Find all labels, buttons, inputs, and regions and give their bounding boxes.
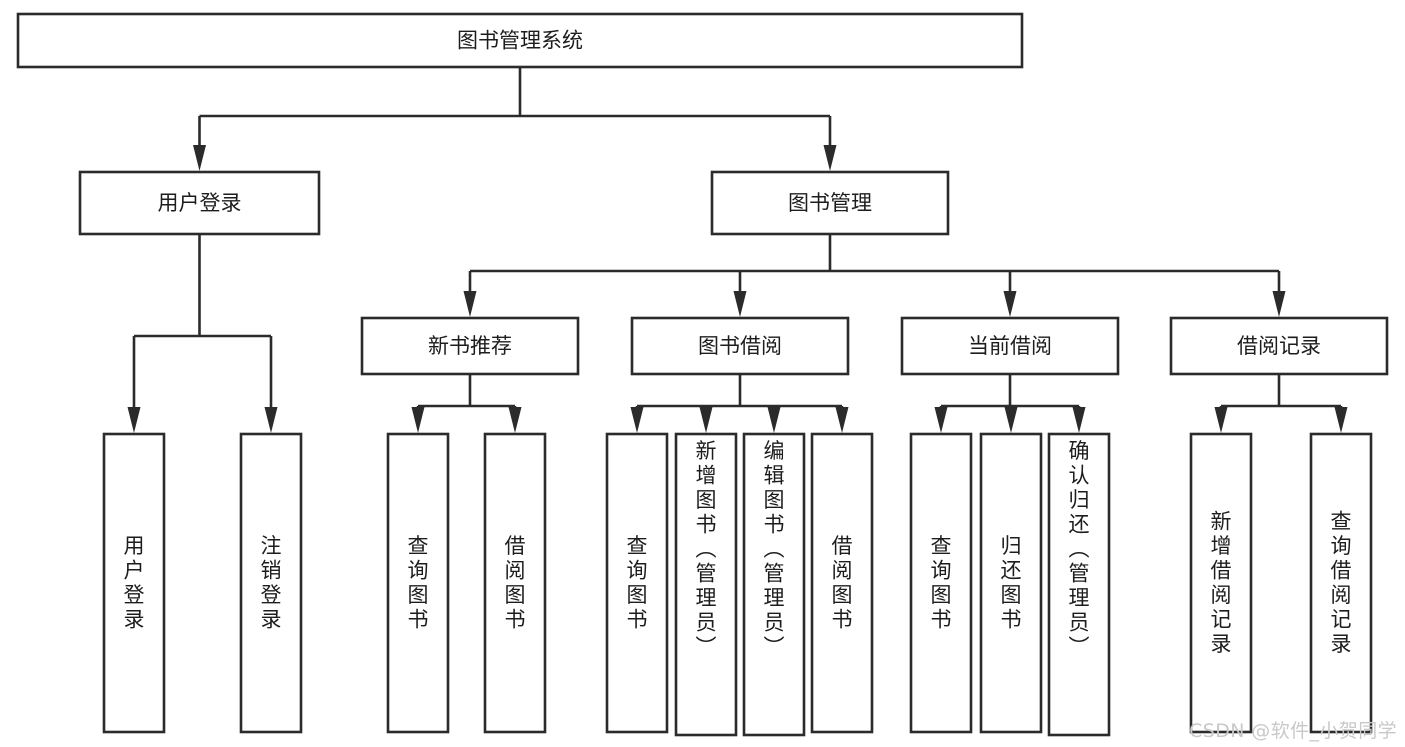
connector-group-book-borrow <box>630 374 849 433</box>
node-current-borrow[interactable]: 当前借阅 <box>900 316 1120 376</box>
node-box-borrow-record[interactable] <box>1169 316 1389 376</box>
node-leaf-edit-book-admin[interactable]: 编辑图书︵管理员︶ <box>742 432 806 737</box>
node-new-book-recommend[interactable]: 新书推荐 <box>360 316 580 376</box>
node-box-leaf-add-borrow-record[interactable] <box>1189 432 1253 734</box>
node-box-leaf-edit-book-admin[interactable] <box>742 432 806 737</box>
node-label-leaf-query-book-3: 查询图书 <box>931 534 952 632</box>
node-box-leaf-user-login[interactable] <box>102 432 166 734</box>
node-borrow-record[interactable]: 借阅记录 <box>1169 316 1389 376</box>
node-label-leaf-add-book-admin: 新增图书︵管理员︶ <box>696 439 717 659</box>
node-box-root[interactable] <box>16 12 1024 69</box>
node-box-current-borrow[interactable] <box>900 316 1120 376</box>
node-label-leaf-confirm-return-admin: 确认归还︵管理员︶ <box>1069 439 1090 659</box>
node-root[interactable]: 图书管理系统 <box>16 12 1024 69</box>
node-box-leaf-query-borrow-record[interactable] <box>1309 432 1373 734</box>
node-leaf-return-book[interactable]: 归还图书 <box>979 432 1043 734</box>
node-label-leaf-query-borrow-record: 查询借阅记录 <box>1331 510 1352 657</box>
node-leaf-borrow-book-2[interactable]: 借阅图书 <box>810 432 874 734</box>
node-leaf-confirm-return-admin[interactable]: 确认归还︵管理员︶ <box>1047 432 1111 737</box>
node-label-new-book-recommend: 新书推荐 <box>428 334 512 358</box>
connector-group-new-book-recommend <box>411 374 522 433</box>
node-leaf-query-book-3[interactable]: 查询图书 <box>909 432 973 734</box>
node-box-leaf-query-book-1[interactable] <box>386 432 450 734</box>
node-label-leaf-add-borrow-record: 新增借阅记录 <box>1211 510 1232 657</box>
node-label-book-manage: 图书管理 <box>788 191 872 215</box>
connector-group-root <box>193 67 837 171</box>
node-box-book-borrow[interactable] <box>630 316 850 376</box>
node-box-leaf-borrow-book-2[interactable] <box>810 432 874 734</box>
node-leaf-borrow-book-1[interactable]: 借阅图书 <box>483 432 547 734</box>
node-box-user-login[interactable] <box>78 170 321 236</box>
node-label-leaf-user-login: 用户登录 <box>124 534 145 632</box>
node-label-leaf-borrow-book-1: 借阅图书 <box>505 534 526 632</box>
node-label-root: 图书管理系统 <box>457 29 583 53</box>
node-label-leaf-return-book: 归还图书 <box>1001 534 1022 632</box>
node-label-leaf-borrow-book-2: 借阅图书 <box>832 534 853 632</box>
node-leaf-add-borrow-record[interactable]: 新增借阅记录 <box>1189 432 1253 734</box>
node-leaf-query-book-2[interactable]: 查询图书 <box>605 432 669 734</box>
node-leaf-add-book-admin[interactable]: 新增图书︵管理员︶ <box>674 432 738 737</box>
connector-group-book-manage <box>463 234 1286 317</box>
node-label-leaf-edit-book-admin: 编辑图书︵管理员︶ <box>764 439 785 659</box>
node-layer: 图书管理系统用户登录图书管理新书推荐图书借阅当前借阅借阅记录用户登录注销登录查询… <box>16 12 1389 737</box>
connector-group-current-borrow <box>934 374 1086 433</box>
node-box-leaf-add-book-admin[interactable] <box>674 432 738 737</box>
connector-group-user-login <box>127 234 278 433</box>
node-box-leaf-borrow-book-1[interactable] <box>483 432 547 734</box>
connector-group-borrow-record <box>1214 374 1348 433</box>
node-book-manage[interactable]: 图书管理 <box>710 170 950 236</box>
node-box-leaf-logout[interactable] <box>239 432 303 734</box>
node-box-leaf-confirm-return-admin[interactable] <box>1047 432 1111 737</box>
node-label-leaf-query-book-1: 查询图书 <box>408 534 429 632</box>
node-user-login[interactable]: 用户登录 <box>78 170 321 236</box>
node-box-book-manage[interactable] <box>710 170 950 236</box>
node-box-leaf-query-book-3[interactable] <box>909 432 973 734</box>
node-leaf-query-borrow-record[interactable]: 查询借阅记录 <box>1309 432 1373 734</box>
node-label-book-borrow: 图书借阅 <box>698 334 782 358</box>
node-box-leaf-query-book-2[interactable] <box>605 432 669 734</box>
node-label-borrow-record: 借阅记录 <box>1237 334 1321 358</box>
node-leaf-logout[interactable]: 注销登录 <box>239 432 303 734</box>
node-leaf-user-login[interactable]: 用户登录 <box>102 432 166 734</box>
watermark-text: CSDN @软件_小贺同学 <box>1189 720 1397 742</box>
node-label-current-borrow: 当前借阅 <box>968 334 1052 358</box>
node-label-user-login: 用户登录 <box>158 191 242 215</box>
node-box-leaf-return-book[interactable] <box>979 432 1043 734</box>
node-label-leaf-query-book-2: 查询图书 <box>627 534 648 632</box>
node-label-leaf-logout: 注销登录 <box>261 534 282 632</box>
node-box-new-book-recommend[interactable] <box>360 316 580 376</box>
connector-layer <box>127 67 1348 433</box>
node-book-borrow[interactable]: 图书借阅 <box>630 316 850 376</box>
node-leaf-query-book-1[interactable]: 查询图书 <box>386 432 450 734</box>
